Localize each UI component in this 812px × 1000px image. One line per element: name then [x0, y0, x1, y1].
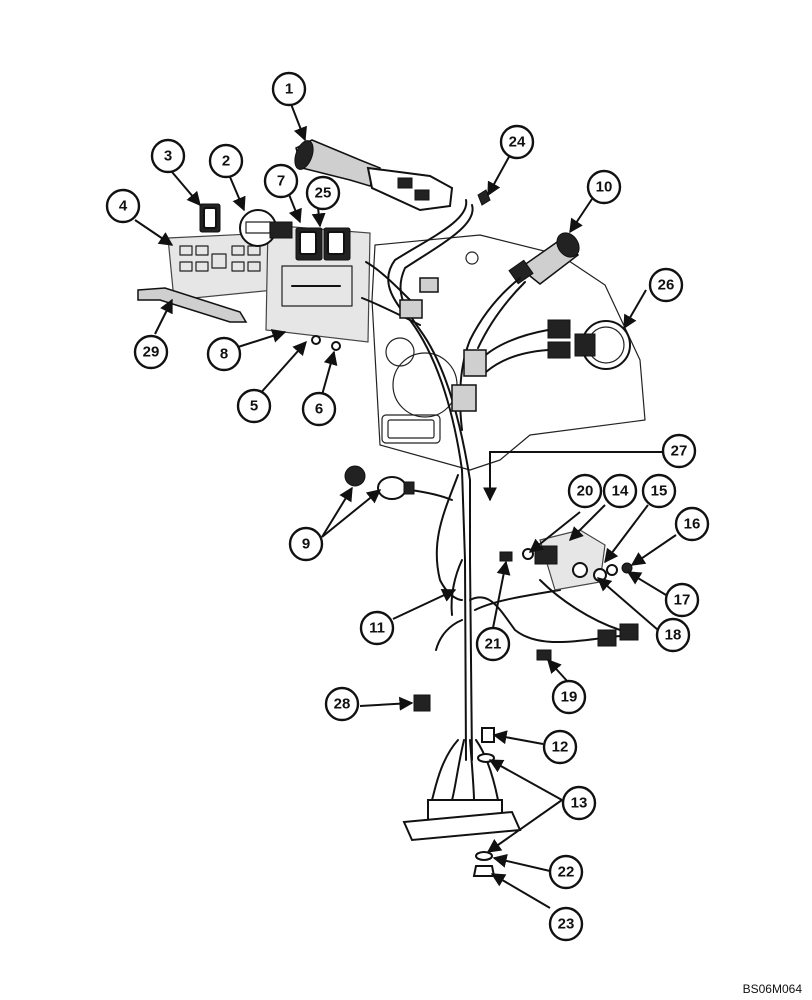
callout-25: 25 [305, 175, 341, 211]
figure-reference-code: BS06M064 [742, 982, 802, 996]
callout-24: 24 [499, 124, 535, 160]
bracket [137, 287, 248, 323]
callout-21: 21 [475, 626, 511, 662]
svg-text:12: 12 [552, 739, 569, 756]
svg-text:23: 23 [558, 916, 575, 933]
rocker-switch-pair [295, 227, 351, 261]
callout-2: 2 [208, 143, 244, 179]
callout-27: 27 [661, 433, 697, 469]
callout-8: 8 [206, 336, 242, 372]
callout-11: 11 [359, 610, 395, 646]
callout-14: 14 [602, 473, 638, 509]
svg-text:1: 1 [285, 81, 293, 98]
callout-12: 12 [542, 729, 578, 765]
svg-text:15: 15 [651, 483, 668, 500]
svg-text:13: 13 [571, 795, 588, 812]
callout-4: 4 [105, 188, 141, 224]
callout-3: 3 [150, 138, 186, 174]
svg-text:20: 20 [577, 483, 594, 500]
callout-28: 28 [324, 686, 360, 722]
fastener-hardware [311, 189, 633, 877]
callout-5: 5 [236, 388, 272, 424]
callout-13: 13 [561, 785, 597, 821]
warning-lamp-panel [167, 232, 275, 301]
ignition-switch [508, 232, 580, 285]
svg-text:24: 24 [509, 134, 526, 151]
leader-lines [134, 103, 677, 909]
svg-text:18: 18 [665, 627, 682, 644]
callout-20: 20 [567, 473, 603, 509]
rocker-switch-left [199, 203, 221, 233]
hourmeter [239, 209, 293, 247]
svg-text:19: 19 [561, 689, 578, 706]
svg-text:25: 25 [315, 185, 332, 202]
relay-bracket-assembly [534, 529, 639, 647]
callout-18: 18 [655, 617, 691, 653]
svg-text:6: 6 [315, 401, 323, 418]
callout-9: 9 [288, 526, 324, 562]
svg-text:14: 14 [612, 483, 629, 500]
svg-text:22: 22 [558, 864, 575, 881]
callout-22: 22 [548, 854, 584, 890]
callout-19: 19 [551, 679, 587, 715]
callout-17: 17 [664, 582, 700, 618]
svg-text:7: 7 [277, 173, 285, 190]
svg-text:8: 8 [220, 346, 228, 363]
svg-text:17: 17 [674, 592, 691, 609]
callout-7: 7 [263, 163, 299, 199]
svg-text:21: 21 [485, 636, 502, 653]
svg-text:11: 11 [369, 620, 385, 637]
svg-text:9: 9 [302, 536, 310, 553]
svg-text:27: 27 [671, 443, 688, 460]
svg-text:2: 2 [222, 153, 230, 170]
svg-text:3: 3 [164, 148, 172, 165]
svg-text:4: 4 [119, 198, 128, 215]
svg-text:5: 5 [250, 398, 258, 415]
svg-text:16: 16 [684, 516, 701, 533]
callout-1: 1 [271, 71, 307, 107]
callout-6: 6 [301, 391, 337, 427]
svg-text:26: 26 [658, 277, 675, 294]
callout-26: 26 [648, 267, 684, 303]
wiring-harness [361, 199, 621, 761]
callout-16: 16 [674, 506, 710, 542]
svg-text:29: 29 [143, 344, 160, 361]
svg-text:28: 28 [334, 696, 351, 713]
callout-15: 15 [641, 473, 677, 509]
accessory-socket [344, 465, 415, 500]
svg-text:10: 10 [596, 179, 613, 196]
callout-23: 23 [548, 906, 584, 942]
harness-connector-base [402, 739, 522, 842]
multifunction-switch [294, 139, 454, 212]
fuel-gauge [547, 319, 631, 370]
callout-10: 10 [586, 169, 622, 205]
callout-29: 29 [133, 334, 169, 370]
